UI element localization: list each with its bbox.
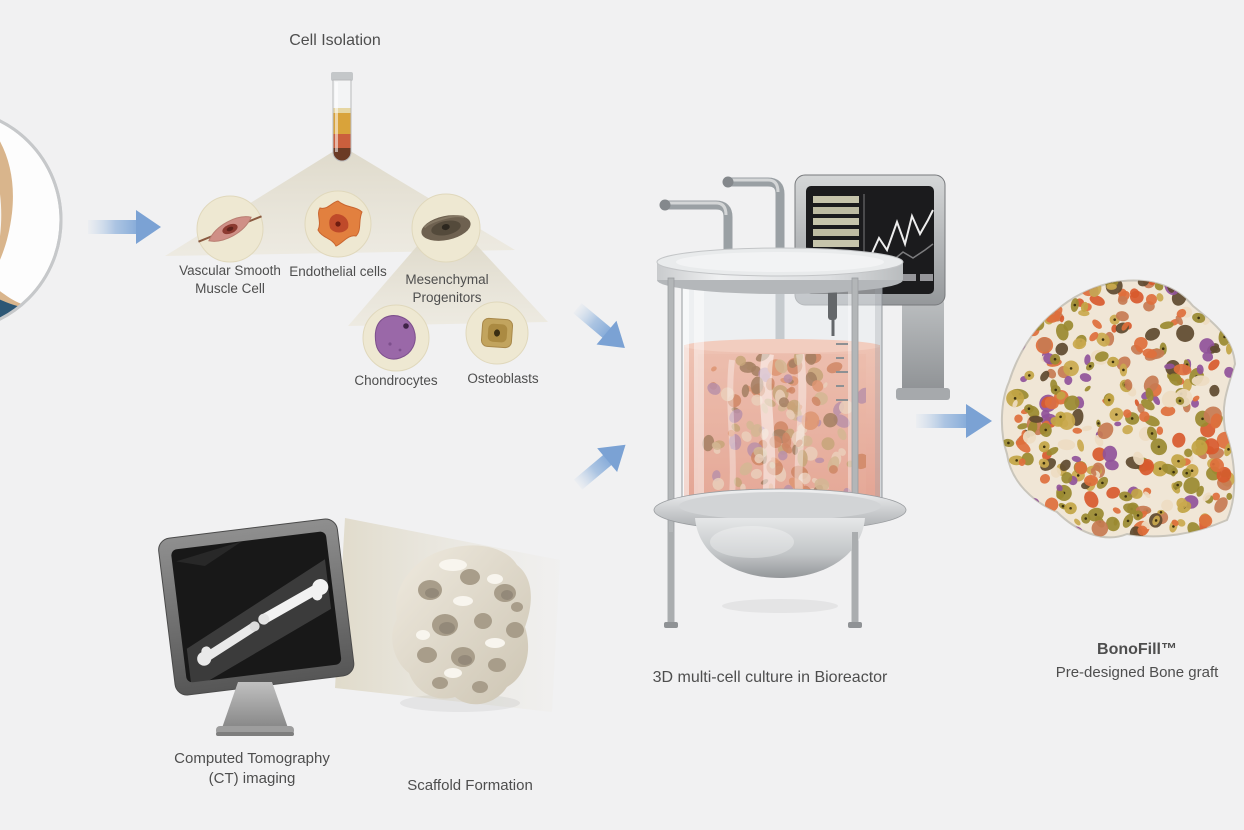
chondrocytes-label: Chondrocytes (354, 373, 438, 388)
product-caption: Pre-designed Bone graft (1055, 664, 1219, 681)
vessel-lid (656, 247, 904, 294)
osteoblast-icon (465, 301, 529, 365)
vascular-smooth-muscle-cell-icon (196, 195, 264, 263)
flow-arrow-icon (916, 404, 992, 438)
ct-caption: Computed Tomography (CT) imaging (174, 750, 330, 788)
osteoblasts-label: Osteoblasts (467, 371, 539, 386)
monitor-stand (216, 682, 294, 736)
vsmc-label: Vascular Smooth Muscle Cell (179, 263, 281, 297)
product-name: BonoFill™ (1097, 641, 1177, 658)
patient-source-icon (0, 109, 63, 330)
cell-isolation-icon (165, 72, 548, 372)
bioreactor-icon (653, 174, 950, 628)
ct-imaging-icon (158, 518, 560, 736)
bone-xray-icon (197, 579, 329, 666)
endothelial-cell-icon (304, 190, 372, 258)
test-tube-icon (331, 72, 353, 162)
chondrocyte-icon (362, 304, 430, 372)
cell-isolation-title: Cell Isolation (289, 32, 381, 49)
scaffold-caption: Scaffold Formation (407, 777, 533, 794)
scaffold-icon (392, 545, 531, 712)
mesenchymal-label: Mesenchymal Progenitors (405, 272, 489, 306)
mesenchymal-progenitor-icon (411, 193, 481, 263)
endothelial-label: Endothelial cells (289, 264, 387, 279)
bioreactor-caption: 3D multi-cell culture in Bioreactor (652, 669, 888, 686)
flow-arrow-icon (573, 444, 626, 490)
flow-arrow-icon (88, 210, 161, 244)
bone-graft-icon (1000, 279, 1237, 539)
monitor-line-chart (868, 209, 934, 261)
flow-arrow-icon (573, 303, 625, 349)
vessel-base (653, 488, 907, 628)
ct-monitor-icon (158, 518, 355, 696)
